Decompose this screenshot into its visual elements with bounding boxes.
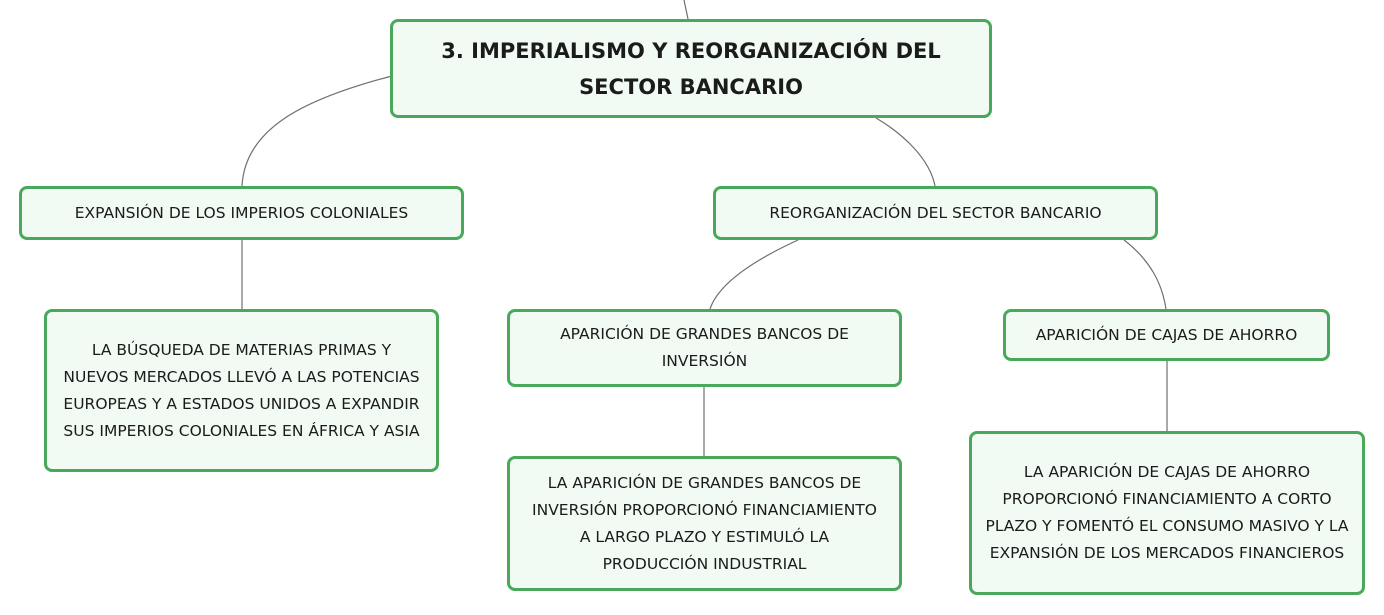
- investment-banks-detail-label: LA APARICIÓN DE GRANDES BANCOS DE INVERS…: [532, 473, 877, 573]
- savings-banks-label: APARICIÓN DE CAJAS DE AHORRO: [1035, 325, 1298, 344]
- savings-banks-node[interactable]: APARICIÓN DE CAJAS DE AHORRO: [1003, 309, 1330, 361]
- savings-banks-detail-label: LA APARICIÓN DE CAJAS DE AHORRO PROPORCI…: [985, 463, 1349, 562]
- expansion-node[interactable]: EXPANSIÓN DE LOS IMPERIOS COLONIALES: [19, 186, 464, 240]
- connector-parent-to-root: [683, 0, 689, 20]
- expansion-detail-node[interactable]: LA BÚSQUEDA DE MATERIAS PRIMAS Y NUEVOS …: [44, 309, 439, 472]
- expansion-node-label: EXPANSIÓN DE LOS IMPERIOS COLONIALES: [74, 203, 409, 222]
- investment-banks-label: APARICIÓN DE GRANDES BANCOS DE INVERSIÓN: [560, 325, 849, 370]
- connector-root-to-reorganization: [875, 117, 936, 187]
- reorganization-node-label: REORGANIZACIÓN DEL SECTOR BANCARIO: [769, 203, 1102, 222]
- investment-banks-detail-node[interactable]: LA APARICIÓN DE GRANDES BANCOS DE INVERS…: [507, 456, 902, 591]
- connector-reorganization-to-investment-banks: [709, 239, 799, 310]
- root-node-label: 3. IMPERIALISMO Y REORGANIZACIÓN DEL SEC…: [441, 38, 941, 99]
- connector-reorganization-to-savings-banks: [1123, 239, 1167, 310]
- reorganization-node[interactable]: REORGANIZACIÓN DEL SECTOR BANCARIO: [713, 186, 1158, 240]
- investment-banks-node[interactable]: APARICIÓN DE GRANDES BANCOS DE INVERSIÓN: [507, 309, 902, 387]
- expansion-detail-label: LA BÚSQUEDA DE MATERIAS PRIMAS Y NUEVOS …: [63, 340, 420, 440]
- connector-root-to-expansion: [241, 75, 393, 187]
- savings-banks-detail-node[interactable]: LA APARICIÓN DE CAJAS DE AHORRO PROPORCI…: [969, 431, 1365, 595]
- root-node[interactable]: 3. IMPERIALISMO Y REORGANIZACIÓN DEL SEC…: [390, 19, 992, 118]
